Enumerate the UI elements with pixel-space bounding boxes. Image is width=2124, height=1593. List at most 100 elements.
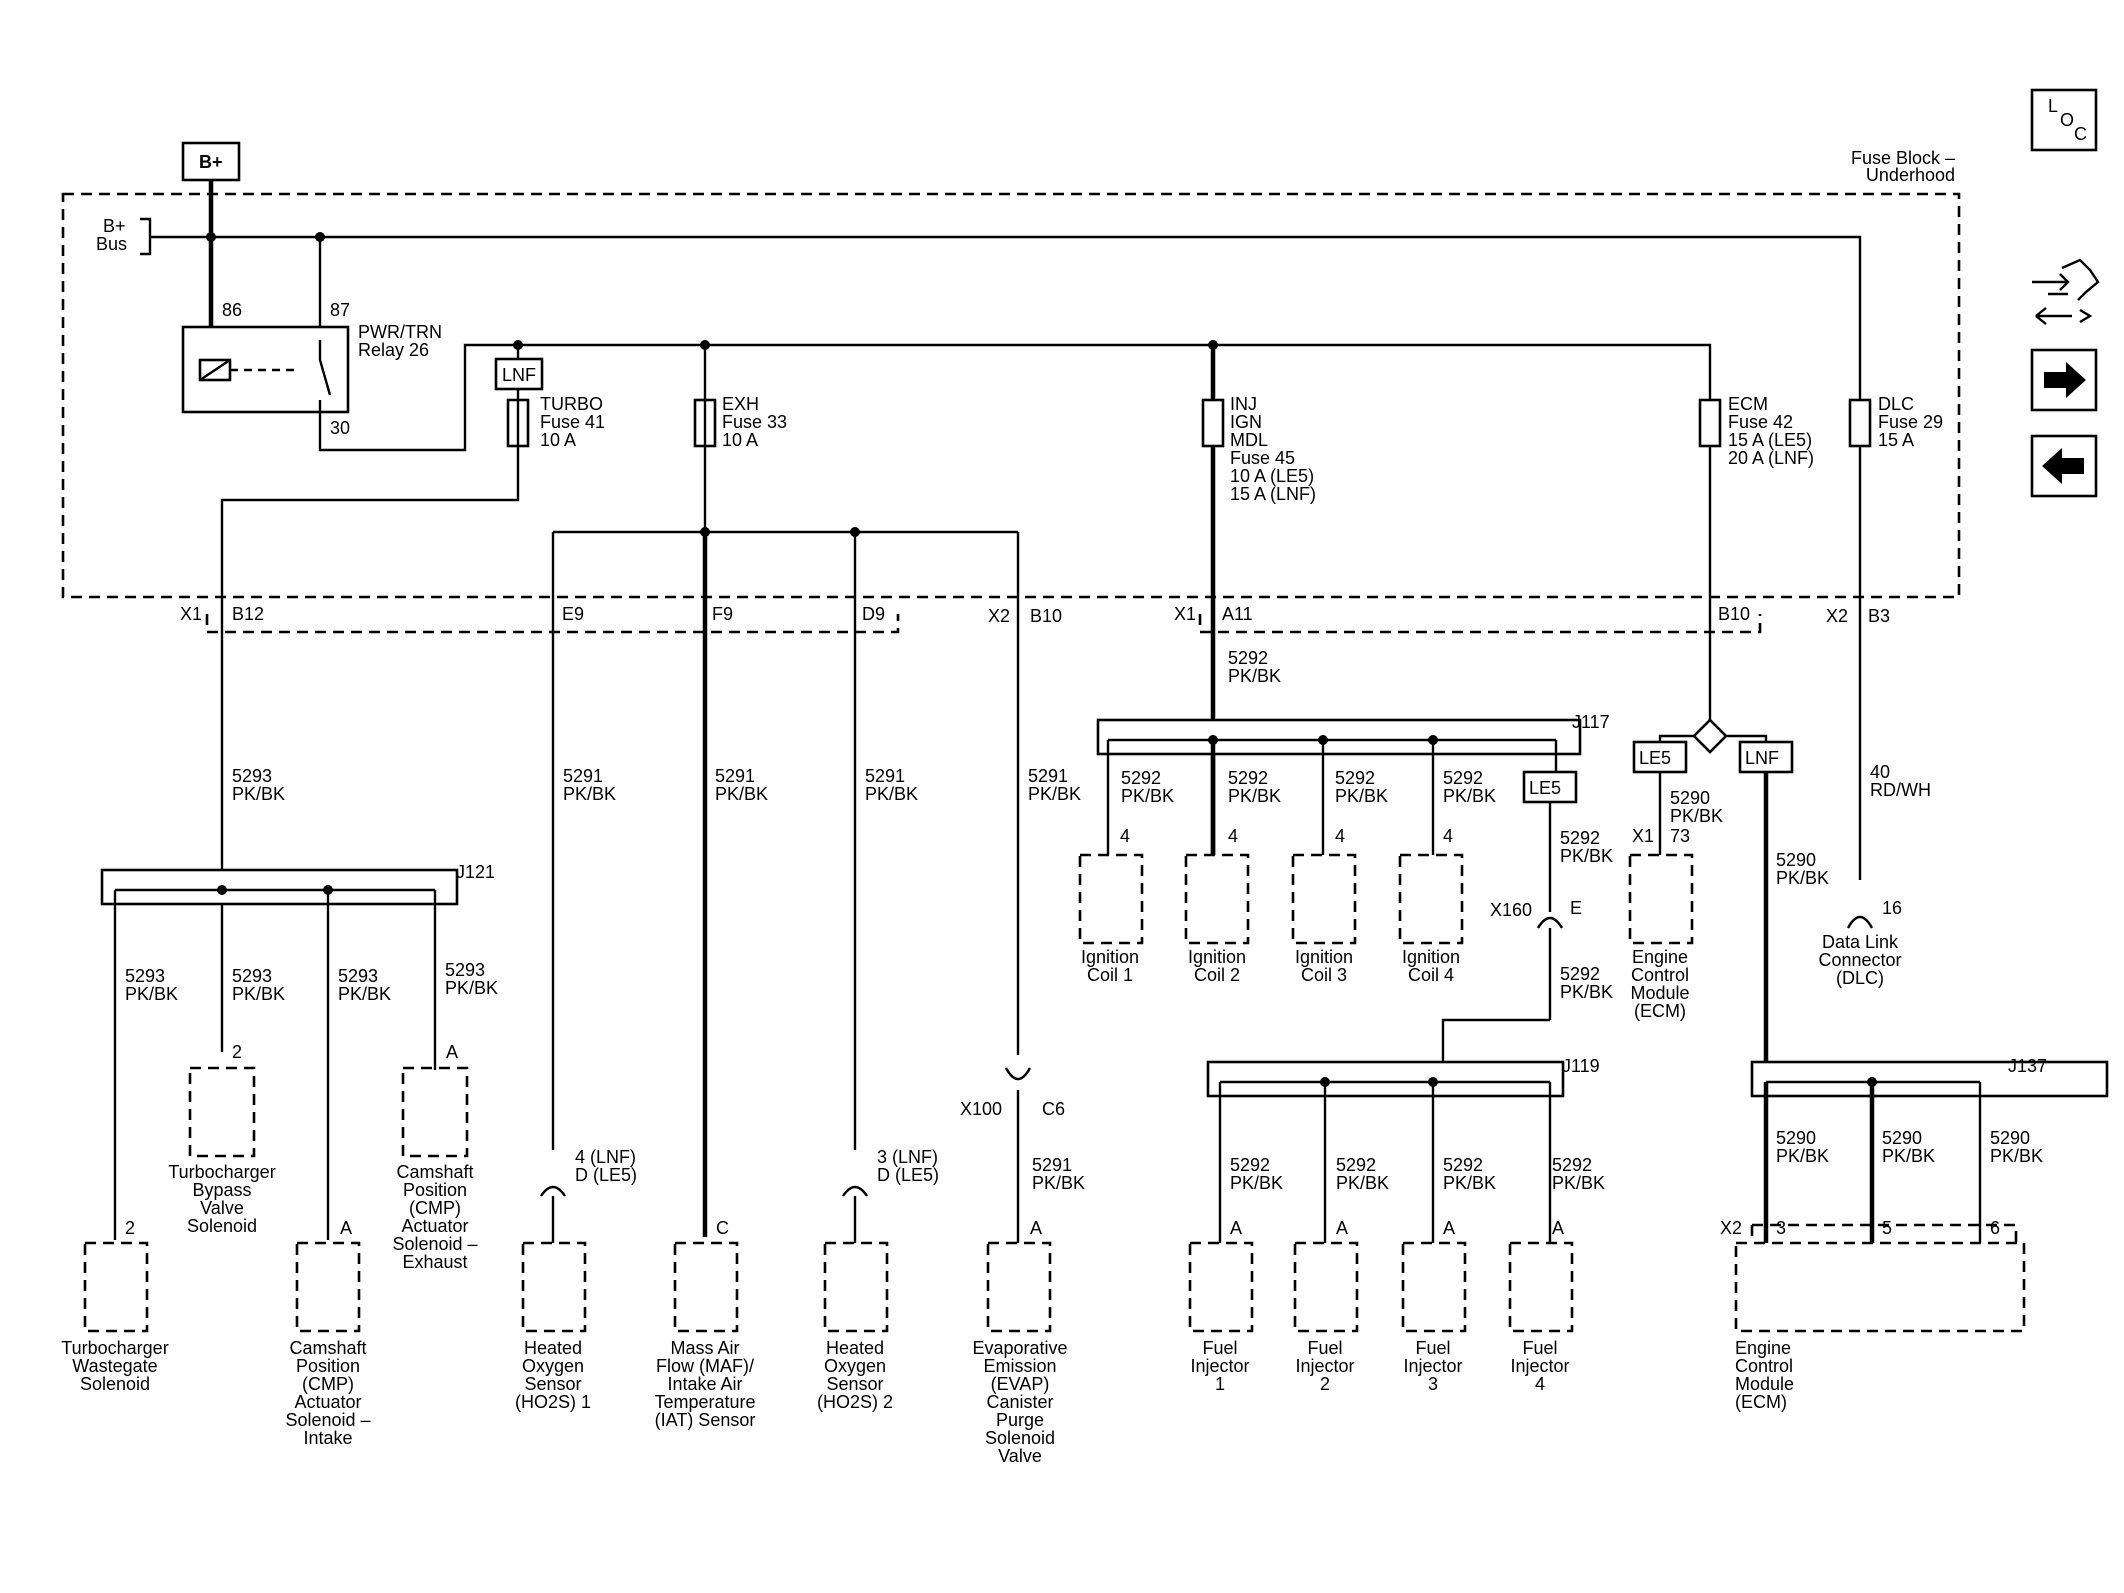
cmp-exhaust-line1: Camshaft — [396, 1162, 473, 1182]
conn-e9: E9 — [562, 604, 584, 624]
wire-5290-le5-num: 5290 — [1670, 788, 1710, 808]
ecm-bottom-line3: Module — [1735, 1374, 1794, 1394]
nav-panel: L O C — [2030, 88, 2100, 498]
circuit-5292-ignition: 5292 PK/BK J117 5292 PK/BK 5292 PK/BK 52… — [1096, 648, 1613, 1070]
wire-5290-j2-color: PK/BK — [1882, 1146, 1935, 1166]
bypass-line3: Valve — [200, 1198, 244, 1218]
inj3-line1: Fuel — [1415, 1338, 1450, 1358]
ho2s2-line3: Sensor — [826, 1374, 883, 1394]
conn-x1-ecm: X1 — [1632, 826, 1654, 846]
loc-button[interactable]: L O C — [2030, 88, 2098, 152]
wire-5293-main-num: 5293 — [232, 766, 272, 786]
fuse-exh: EXH Fuse 33 10 A — [551, 345, 1020, 1237]
wire-5292-c1-num: 5292 — [1121, 768, 1161, 788]
wastegate-line1: Turbocharger — [61, 1338, 168, 1358]
inj1-line2: Injector — [1190, 1356, 1249, 1376]
fuel-injector-4: Fuel Injector 4 — [1508, 1241, 1574, 1394]
wire-5292-x160-color: PK/BK — [1560, 846, 1613, 866]
wire-5290-j2-num: 5290 — [1882, 1128, 1922, 1148]
next-page-button[interactable] — [2030, 348, 2098, 412]
wire-5291-d-color: PK/BK — [1028, 784, 1081, 804]
wastegate-line2: Wastegate — [72, 1356, 157, 1376]
conn-b10-mid: B10 — [1030, 606, 1062, 626]
conn-x2-right: X2 — [1826, 606, 1848, 626]
coil1-line1: Ignition — [1081, 947, 1139, 967]
fuse-inj-line2: IGN — [1230, 412, 1262, 432]
ho2s2-pin-line1: 3 (LNF) — [877, 1147, 938, 1167]
wire-5292-main-color: PK/BK — [1228, 666, 1281, 686]
coil2-line1: Ignition — [1188, 947, 1246, 967]
fuse-inj-line3: MDL — [1230, 430, 1268, 450]
relay-label-line1: PWR/TRN — [358, 322, 442, 342]
coil3-line2: Coil 3 — [1301, 965, 1347, 985]
cmp-intake-line6: Intake — [303, 1428, 352, 1448]
data-link-connector: 40 RD/WH 16 Data Link Connector (DLC) — [1818, 762, 1931, 988]
pin-73: 73 — [1670, 826, 1690, 846]
fuel-injector-1: Fuel Injector 1 — [1188, 1241, 1254, 1394]
fuse-inj-line6: 15 A (LNF) — [1230, 484, 1316, 504]
splice-j117: J117 — [1572, 712, 1610, 732]
relay-pin-30: 30 — [330, 418, 350, 438]
cmp-exhaust-line5: Solenoid – — [392, 1234, 477, 1254]
wastegate-line3: Solenoid — [80, 1374, 150, 1394]
dlc-pin: 16 — [1882, 898, 1902, 918]
ecm-bottom-line4: (ECM) — [1735, 1392, 1787, 1412]
wire-5293-a-color: PK/BK — [125, 984, 178, 1004]
wastegate-pin: 2 — [125, 1218, 135, 1238]
fuse-ecm: ECM Fuse 42 15 A (LE5) 20 A (LNF) — [1698, 394, 1814, 468]
heated-oxygen-sensor-2: Heated Oxygen Sensor (HO2S) 2 — [817, 1241, 893, 1412]
cmp-exhaust-pin: A — [446, 1042, 458, 1062]
fuse-block-outline — [61, 192, 1961, 599]
inj1-line1: Fuel — [1202, 1338, 1237, 1358]
wire-5292-i1-color: PK/BK — [1230, 1173, 1283, 1193]
evap-line1: Evaporative — [972, 1338, 1067, 1358]
wire-5292-c4-num: 5292 — [1443, 768, 1483, 788]
ignition-coil-4: Ignition Coil 4 — [1398, 853, 1464, 985]
wire-5292-inj-num: 5292 — [1560, 964, 1600, 984]
wire-5291-a-num: 5291 — [563, 766, 603, 786]
fuse-ecm-line4: 20 A (LNF) — [1728, 448, 1814, 468]
wire-5292-c4-color: PK/BK — [1443, 786, 1496, 806]
maf-line1: Mass Air — [670, 1338, 739, 1358]
bplus-bus: B+ Bus — [96, 216, 1862, 403]
wire-5290-j3-color: PK/BK — [1990, 1146, 2043, 1166]
fuse-turbo-line3: 10 A — [540, 430, 576, 450]
inj1-pin: A — [1230, 1218, 1242, 1238]
wire-5292-i3-color: PK/BK — [1443, 1173, 1496, 1193]
relay-pin-86: 86 — [222, 300, 242, 320]
fuse-block-label-line2: Underhood — [1866, 165, 1955, 185]
cmp-exhaust-solenoid: A Camshaft Position (CMP) Actuator Solen… — [392, 1042, 477, 1272]
wire-5290-lnf-color: PK/BK — [1776, 868, 1829, 888]
fuse-inj-line1: INJ — [1230, 394, 1257, 414]
dlc-line3: (DLC) — [1836, 968, 1884, 988]
ecm-top-line2: Control — [1631, 965, 1689, 985]
wire-5293-b-num: 5293 — [232, 966, 272, 986]
coil3-line1: Ignition — [1295, 947, 1353, 967]
conn-c6: C6 — [1042, 1099, 1065, 1119]
splice-j121: J121 — [456, 862, 495, 882]
wire-5293-c-color: PK/BK — [338, 984, 391, 1004]
wire-5291-b-num: 5291 — [715, 766, 755, 786]
wire-5292-main-num: 5292 — [1228, 648, 1268, 668]
coil1-pin: 4 — [1120, 826, 1130, 846]
loc-letter-l: L — [2048, 96, 2058, 116]
wire-5291-a-color: PK/BK — [563, 784, 616, 804]
wire-5291-e-num: 5291 — [1032, 1155, 1072, 1175]
turbo-wastegate-solenoid: 2 Turbocharger Wastegate Solenoid — [61, 1218, 168, 1394]
cmp-intake-line4: Actuator — [294, 1392, 361, 1412]
previous-page-button[interactable] — [2030, 434, 2098, 498]
component-locator-icon[interactable] — [2032, 258, 2100, 325]
fuse-inj-line4: Fuse 45 — [1230, 448, 1295, 468]
fuse-dlc-line3: 15 A — [1878, 430, 1914, 450]
inj1-line3: 1 — [1215, 1374, 1225, 1394]
heated-oxygen-sensor-1: Heated Oxygen Sensor (HO2S) 1 — [515, 1241, 591, 1412]
evap-purge-valve: Evaporative Emission (EVAP) Canister Pur… — [972, 1241, 1068, 1466]
fuse-dlc-line2: Fuse 29 — [1878, 412, 1943, 432]
splice-j137: J137 — [2008, 1056, 2047, 1076]
conn-x1-left: X1 — [180, 604, 202, 624]
inj2-line2: Injector — [1295, 1356, 1354, 1376]
arrow-right-icon — [2044, 362, 2086, 398]
coil2-line2: Coil 2 — [1194, 965, 1240, 985]
inj2-line1: Fuel — [1307, 1338, 1342, 1358]
fuse-exh-line1: EXH — [722, 394, 759, 414]
